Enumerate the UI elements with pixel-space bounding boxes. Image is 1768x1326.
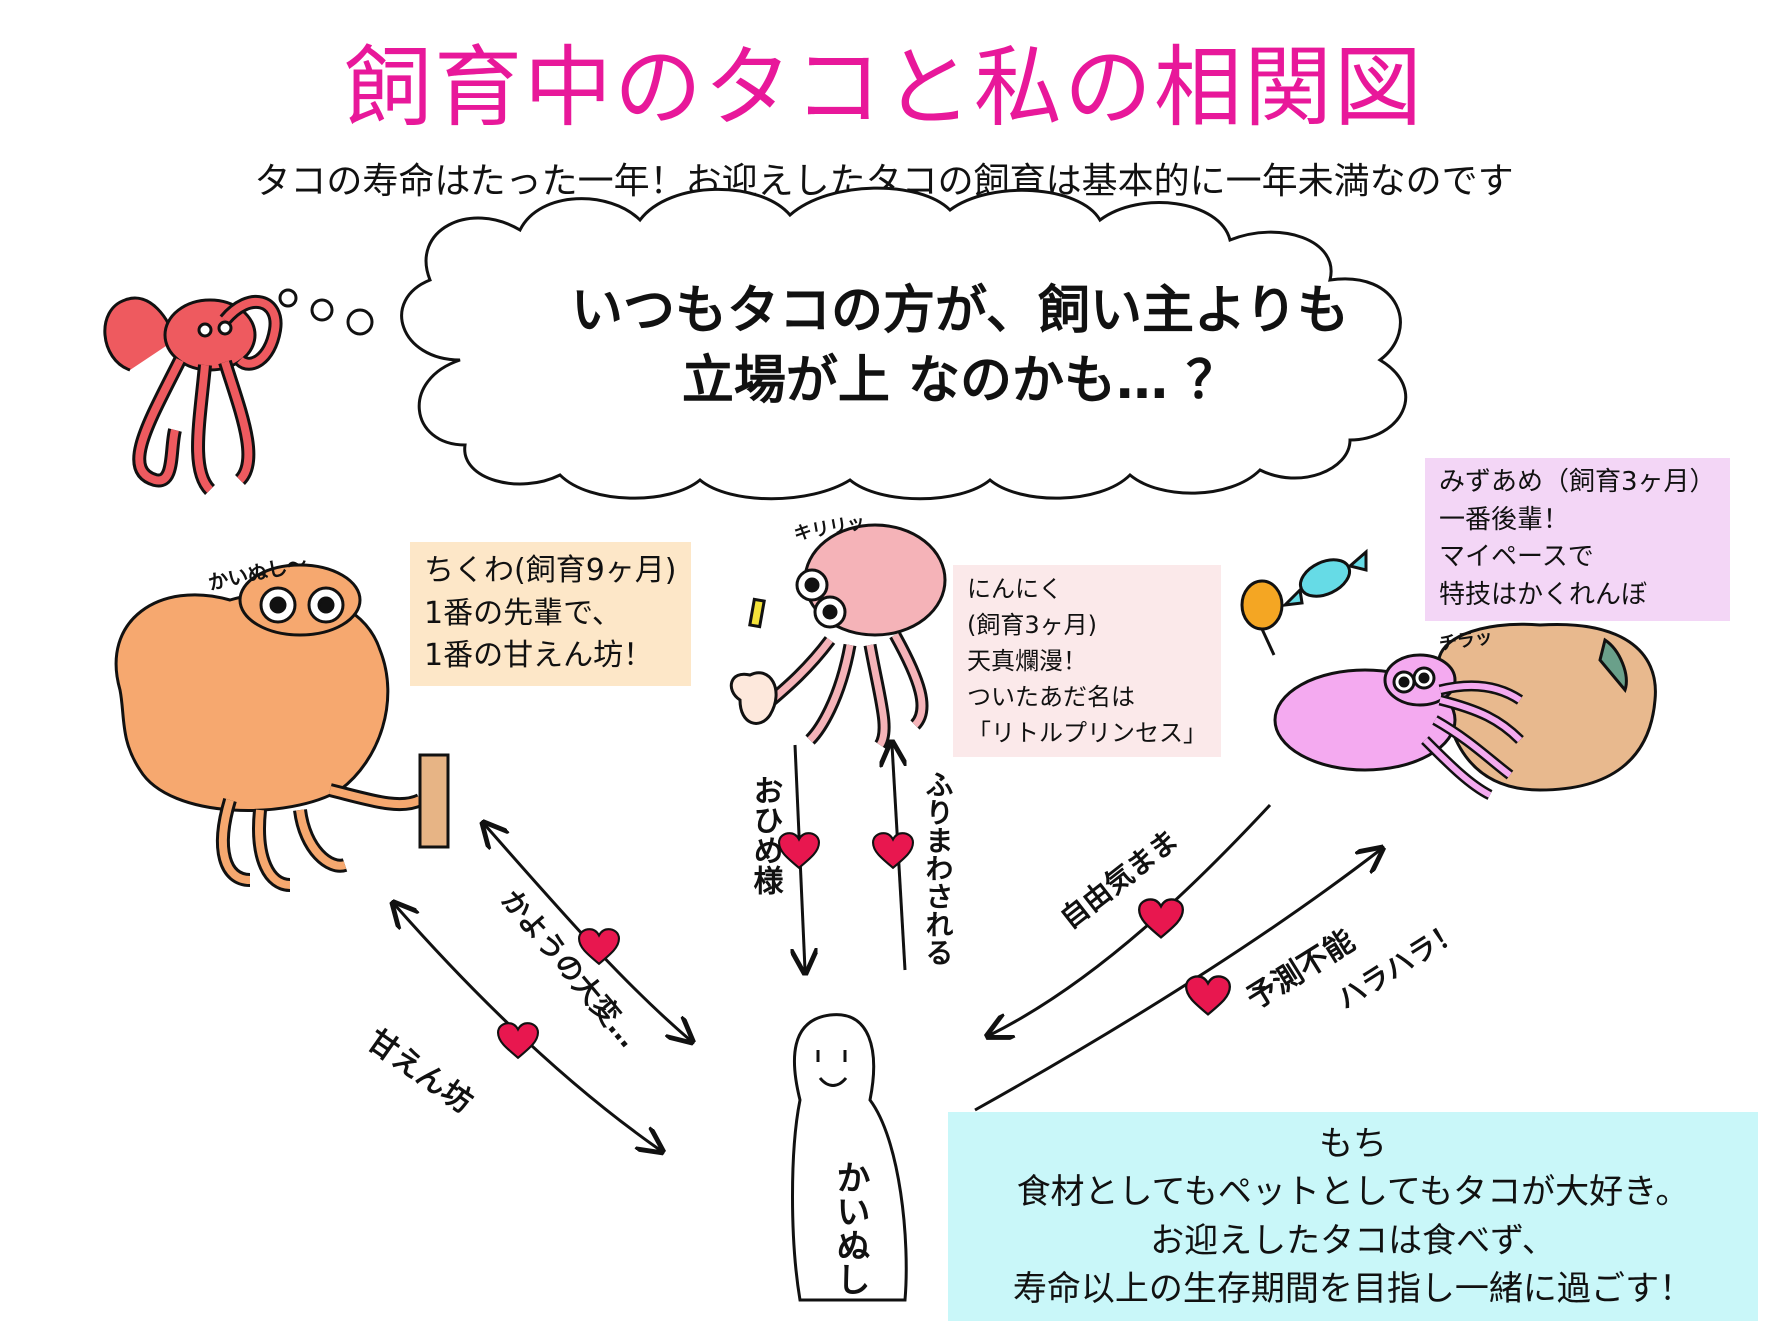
label-furimawasareru: ふりまわされる	[922, 770, 955, 966]
ninniku-octopus-icon	[729, 523, 947, 749]
note-line: にんにく	[967, 575, 1063, 603]
mizuame-octopus-icon	[1273, 653, 1524, 800]
note-line: ちくわ(飼育9ヶ月)	[424, 553, 677, 588]
note-line: 天真爛漫！	[967, 647, 1087, 675]
note-line: 寿命以上の生存期間を目指し一緒に過ごす！	[1012, 1268, 1694, 1309]
thought-dot-icon	[310, 298, 334, 322]
note-ninniku: にんにく (飼育3ヶ月) 天真爛漫！ ついたあだ名は 「リトルプリンセス」	[953, 565, 1221, 757]
heart-icon	[578, 928, 620, 965]
person-icon	[791, 1013, 908, 1302]
arrow-yosoku	[974, 850, 1380, 1112]
note-line: もち	[1319, 1124, 1387, 1164]
chikuwa-octopus-icon	[114, 563, 450, 892]
page-title: 飼育中のタコと私の相関図	[343, 36, 1424, 139]
heart-icon	[872, 832, 914, 869]
note-line: 一番後輩！	[1439, 504, 1570, 535]
heart-icon	[778, 832, 820, 869]
mizuame-pot-icon	[1437, 622, 1657, 792]
heart-icon	[1185, 975, 1231, 1016]
note-line: 「リトルプリンセス」	[967, 719, 1207, 747]
thinking-octopus-icon	[103, 295, 283, 495]
note-line: 特技はかくれんぼ	[1439, 580, 1648, 611]
note-chikuwa: ちくわ(飼育9ヶ月) 1番の先輩で、 1番の甘えん坊！	[410, 542, 691, 686]
person-label: かいぬし	[830, 1160, 870, 1296]
note-line: みずあめ（飼育3ヶ月）	[1439, 467, 1716, 497]
note-line: (飼育3ヶ月)	[967, 611, 1097, 639]
note-line: 1番の甘えん坊！	[424, 638, 654, 674]
thought-bubble	[278, 186, 1408, 501]
thought-line-2: 立場が上 なのかも… ？	[681, 351, 1239, 411]
candy-icon	[1240, 548, 1368, 656]
note-mochi: もち 食材としてもペットとしてもタコが大好き。 お迎えしたタコは食べず、 寿命以…	[948, 1112, 1758, 1322]
heart-icon	[1138, 898, 1184, 939]
note-line: 1番の先輩で、	[424, 595, 622, 631]
thought-line-1: いつもタコの方が、飼い主よりも	[571, 281, 1349, 341]
note-line: ついたあだ名は	[967, 683, 1135, 711]
note-line: マイペースで	[1439, 542, 1594, 573]
label-amaenbo: 甘えん坊	[360, 1023, 478, 1120]
label-yosoku-2: ハラハラ！	[1331, 914, 1467, 1016]
label-ohimesama: おひめ様	[748, 775, 784, 895]
note-line: お迎えしたタコは食べず、	[1150, 1220, 1556, 1261]
note-line: 食材としてもペットとしてもタコが大好き。	[1016, 1172, 1690, 1213]
thought-dot-icon	[346, 308, 374, 336]
note-mizuame: みずあめ（飼育3ヶ月） 一番後輩！ マイペースで 特技はかくれんぼ	[1425, 458, 1730, 621]
heart-icon	[497, 1022, 539, 1059]
thought-dot-icon	[278, 288, 298, 308]
arrow-jiyuu	[990, 803, 1272, 1035]
